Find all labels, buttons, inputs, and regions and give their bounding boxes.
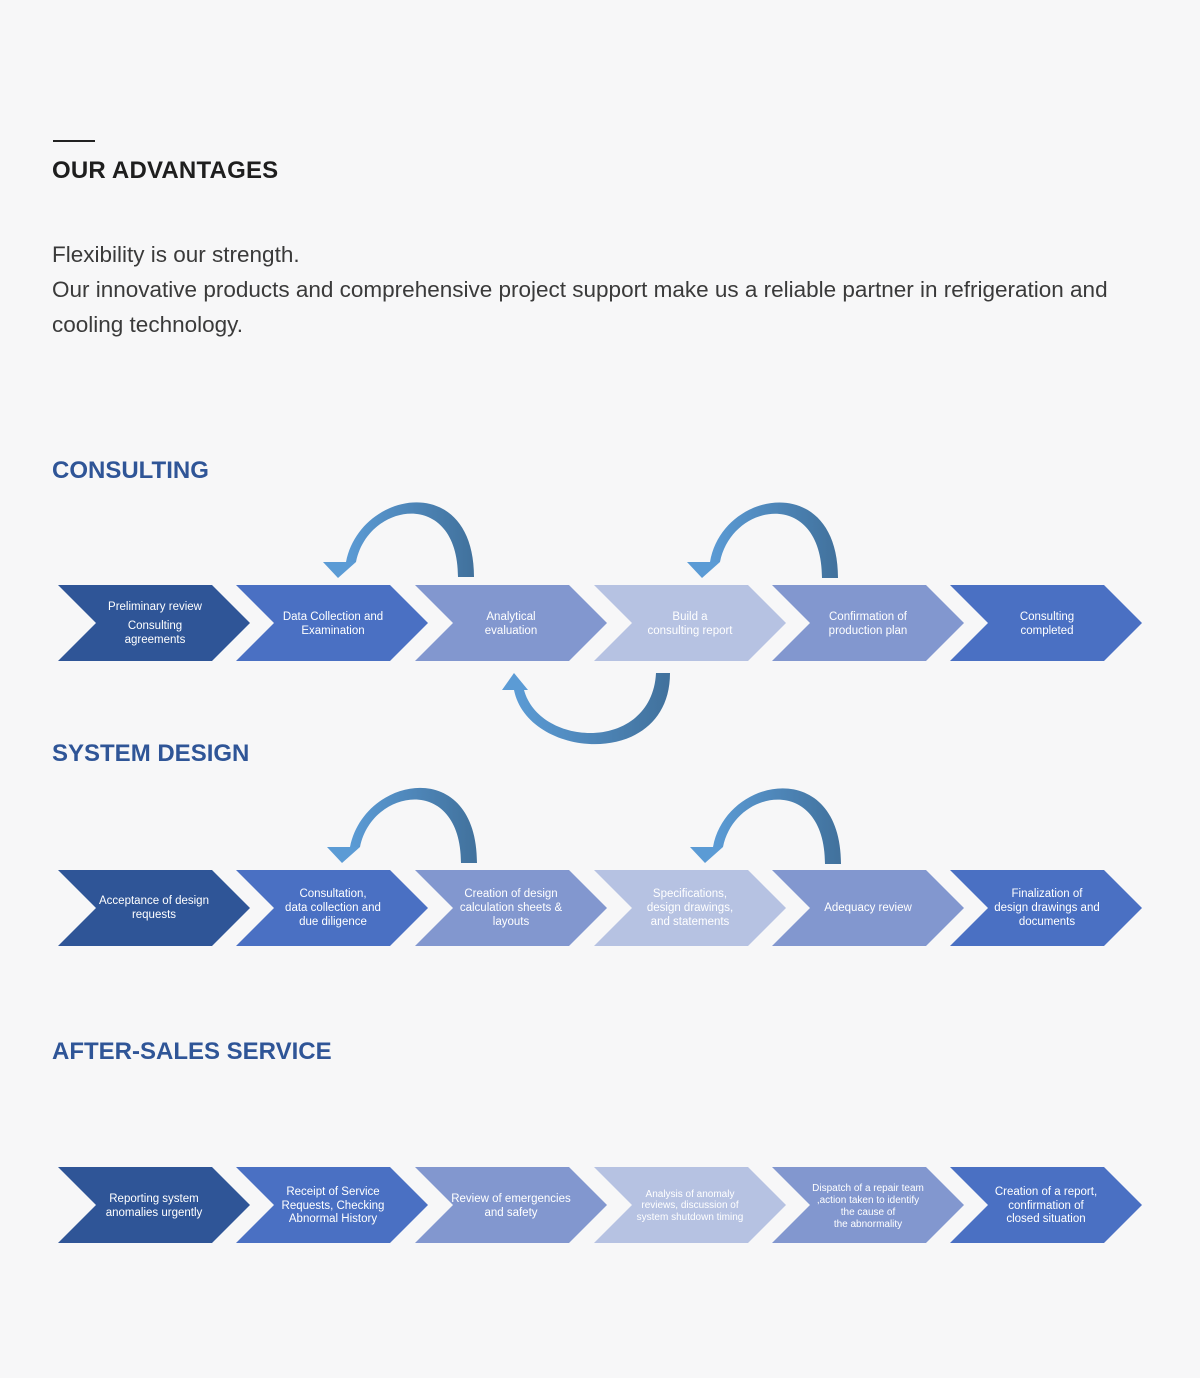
step-label-line: the cause of [841,1207,896,1218]
heading-rule [53,140,95,142]
consulting-step-2: Data Collection and Examination [236,585,428,661]
step-label-line: Creation of design [464,888,557,900]
chevron-shape [772,585,964,661]
step-label-line: completed [1020,625,1073,637]
step-label-line: Build a [672,611,708,623]
chevron-shape [950,585,1142,661]
intro-line-1: Flexibility is our strength. [52,242,300,267]
section-title-consulting: CONSULTING [52,457,209,484]
feedback-arrow-icon [327,787,477,863]
step-label-line: confirmation of [1008,1200,1084,1212]
step-label-line: design drawings, [647,902,733,914]
after-sales-step-2: Receipt of Service Requests, Checking Ab… [236,1167,428,1243]
step-label-line: Data Collection and [283,611,383,623]
consulting-step-4: Build a consulting report [594,585,786,661]
chevron-shape [594,870,786,946]
consulting-step-5: Confirmation of production plan [772,585,964,661]
step-label-line: system shutdown timing [637,1212,744,1223]
chevron-shape [594,585,786,661]
consulting-step-1: Preliminary review Consulting agreements [58,585,250,661]
step-label-line: closed situation [1006,1213,1085,1225]
page-title: OUR ADVANTAGES [52,157,279,184]
system-design-step-1: Acceptance of design requests [58,870,250,946]
system-design-step-5: Adequacy review [772,870,964,946]
chevron-shape [236,585,428,661]
step-label-line: Examination [301,625,364,637]
after-sales-step-4: Analysis of anomaly reviews, discussion … [594,1167,786,1243]
chevron-shape [58,1167,250,1243]
step-label-line: Consulting [128,620,182,632]
step-label-line: and statements [651,916,730,928]
intro-text: Flexibility is our strength. Our innovat… [52,237,1142,342]
step-label-line: layouts [493,916,530,928]
chevron-shape [58,870,250,946]
after-sales-flow: Reporting system anomalies urgently Rece… [58,1167,1142,1243]
step-label-line: Analysis of anomaly [646,1189,735,1200]
step-label-line: anomalies urgently [106,1207,203,1219]
after-sales-step-6: Creation of a report, confirmation of cl… [950,1167,1142,1243]
chevron-shape [772,1167,964,1243]
chevron-shape [772,870,964,946]
consulting-step-6: Consulting completed [950,585,1142,661]
step-label-line: Finalization of [1012,888,1084,900]
step-label-line: and safety [484,1207,537,1219]
chevron-shape [415,1167,607,1243]
chevron-shape [415,585,607,661]
feedback-arrow-icon [690,788,841,864]
chevron-shape [236,870,428,946]
step-label-line: Adequacy review [824,902,912,914]
system-design-step-6: Finalization of design drawings and docu… [950,870,1142,946]
after-sales-step-3: Review of emergencies and safety [415,1167,607,1243]
system-design-step-4: Specifications, design drawings, and sta… [594,870,786,946]
step-label-line: Requests, Checking [282,1200,385,1212]
step-label-line: Consulting [1020,611,1074,623]
step-label-line: Specifications, [653,888,727,900]
section-title-after-sales: AFTER-SALES SERVICE [52,1038,332,1065]
system-design-step-2: Consultation, data collection and due di… [236,870,428,946]
step-label-line: Consultation, [299,888,366,900]
step-label-line: production plan [829,625,908,637]
step-label-line: evaluation [485,625,537,637]
step-label-line: Review of emergencies [451,1193,571,1205]
step-label-line: design drawings and [994,902,1100,914]
chevron-shape [950,1167,1142,1243]
intro-line-2: Our innovative products and comprehensiv… [52,277,1108,337]
step-label-line: Receipt of Service [286,1186,379,1198]
chevron-shape [236,1167,428,1243]
section-title-system-design: SYSTEM DESIGN [52,740,250,767]
step-label-line: documents [1019,916,1076,928]
system-design-flow: Acceptance of design requests Consultati… [58,787,1142,946]
step-label-line: calculation sheets & [460,902,563,914]
step-label-line: Creation of a report, [995,1186,1097,1198]
step-label-line: Abnormal History [289,1213,377,1225]
consulting-flow: Preliminary review Consulting agreements… [58,502,1142,745]
consulting-step-3: Analytical evaluation [415,585,607,661]
chevron-shape [415,870,607,946]
return-arrow-icon [502,673,670,745]
step-label-line: due diligence [299,916,367,928]
after-sales-step-5: Dispatch of a repair team ,action taken … [772,1167,964,1243]
step-label-line: Analytical [486,611,535,623]
chevron-shape [950,870,1142,946]
feedback-arrow-icon [323,502,474,578]
step-label-line: reviews, discussion of [641,1200,738,1211]
step-label-line: Reporting system [109,1193,198,1205]
system-design-step-3: Creation of design calculation sheets & … [415,870,607,946]
step-label-line: Acceptance of design [99,895,209,907]
step-label-line: consulting report [647,625,733,637]
step-label-line: requests [132,909,176,921]
feedback-arrow-icon [687,502,838,578]
step-label-line: Preliminary review [108,601,203,613]
step-label-line: the abnormality [834,1219,902,1230]
after-sales-step-1: Reporting system anomalies urgently [58,1167,250,1243]
chevron-shape [58,585,250,661]
chevron-shape [594,1167,786,1243]
step-label-line: ,action taken to identify [817,1195,919,1206]
step-label-line: data collection and [285,902,381,914]
step-label-line: agreements [125,634,186,646]
step-label-line: Dispatch of a repair team [812,1183,924,1194]
step-label-line: Confirmation of [829,611,908,623]
